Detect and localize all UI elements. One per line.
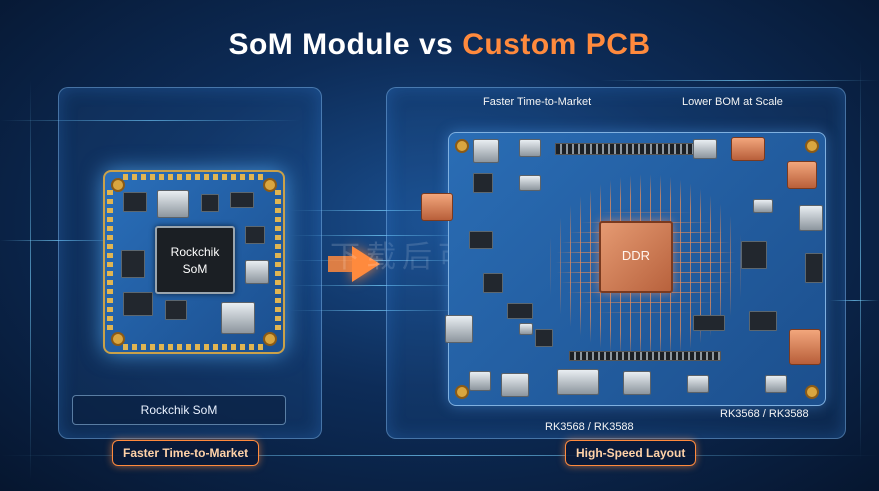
usb-connector	[469, 371, 491, 391]
ic-chip	[693, 315, 725, 331]
ic-chip	[469, 231, 493, 249]
pcb-badge: High-Speed Layout	[565, 440, 697, 466]
metal-component	[157, 190, 189, 218]
mount-hole	[111, 178, 125, 192]
arrow-icon	[352, 246, 380, 282]
ic-chip	[245, 226, 265, 244]
ic-chip	[123, 192, 147, 212]
pin-header	[555, 143, 697, 155]
soc-chip: Rockchik SoM	[155, 226, 235, 294]
mount-hole	[263, 178, 277, 192]
metal-component	[221, 302, 255, 334]
ic-chip	[230, 192, 254, 208]
ic-chip	[535, 329, 553, 347]
ic-chip	[805, 253, 823, 283]
vga-port	[557, 369, 599, 395]
usb-connector	[473, 139, 499, 163]
edge-pads-right	[275, 190, 281, 334]
connector	[693, 139, 717, 159]
crystal	[519, 323, 533, 335]
usb-connector	[765, 375, 787, 393]
audio-jack	[789, 329, 821, 365]
mount-hole	[805, 385, 819, 399]
bottom-right-caption: RK3568 / RK3588	[720, 408, 809, 420]
ic-chip	[483, 273, 503, 293]
mount-hole	[805, 139, 819, 153]
ic-chip	[123, 292, 153, 316]
usb-connector	[799, 205, 823, 231]
metal-component	[245, 260, 269, 284]
edge-pads-top	[123, 174, 265, 180]
power-jack	[731, 137, 765, 161]
custom-pcb-board: DDR	[421, 132, 826, 406]
ddr-chip: DDR	[599, 221, 673, 293]
edge-pads-bottom	[123, 344, 265, 350]
ic-chip	[749, 311, 777, 331]
arrow-shaft	[328, 256, 354, 272]
sma-connector	[421, 193, 453, 221]
bottom-center-caption: RK3568 / RK3588	[545, 421, 634, 433]
som-badge: Faster Time-to-Market	[112, 440, 260, 466]
mount-hole	[263, 332, 277, 346]
page-title: SoM Module vs Custom PCB	[228, 28, 651, 61]
ddr-chip-label: DDR	[621, 248, 651, 263]
mount-hole	[455, 385, 469, 399]
top-right-caption: Lower BOM at Scale	[682, 96, 783, 108]
ic-chip	[121, 250, 145, 278]
top-left-caption: Faster Time-to-Market	[483, 96, 592, 108]
soc-chip-line2: SoM	[182, 262, 208, 276]
ic-chip	[507, 303, 533, 319]
edge-pads-left	[107, 190, 113, 334]
hdmi-port	[623, 371, 651, 395]
usb-connector	[687, 375, 709, 393]
connector	[519, 139, 541, 157]
rf-connector	[787, 161, 817, 189]
ic-chip	[741, 241, 767, 269]
mount-hole	[455, 139, 469, 153]
soc-chip-line1: Rockchik	[170, 245, 220, 259]
mount-hole	[111, 332, 125, 346]
som-name-label: Rockchik SoM	[72, 395, 286, 425]
pin-header-bottom	[569, 351, 721, 361]
ic-chip	[473, 173, 493, 193]
som-module-board: Rockchik SoM	[103, 170, 285, 354]
ethernet-port	[445, 315, 473, 343]
ic-chip	[165, 300, 187, 320]
crystal	[753, 199, 773, 213]
ic-chip	[201, 194, 219, 212]
hdmi-port	[501, 373, 529, 397]
